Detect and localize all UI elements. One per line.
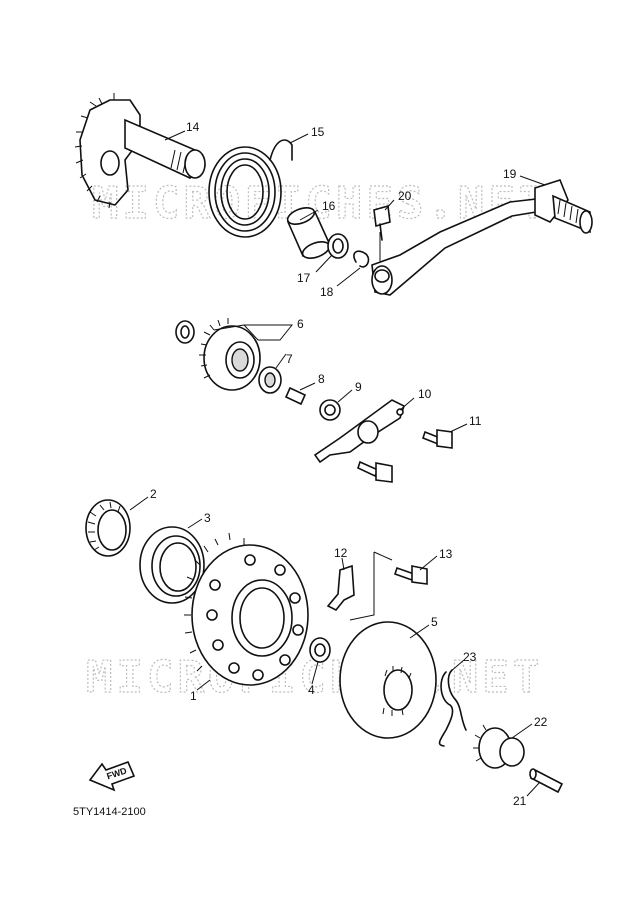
part-20-bolt[interactable] (373, 204, 391, 241)
callout-17: 17 (297, 271, 311, 285)
part-12-stopper[interactable] (326, 551, 393, 621)
part-6-idle-gear[interactable] (175, 318, 261, 391)
part-18-circlip[interactable] (353, 250, 370, 268)
callout-19: 19 (503, 167, 517, 181)
callout-10: 10 (418, 387, 432, 401)
part-1-starter-wheel-gear[interactable] (184, 532, 309, 686)
callout-labels: 14 15 16 17 18 19 20 6 7 8 9 10 11 2 3 1… (150, 120, 548, 808)
part-4-washer[interactable] (309, 637, 331, 663)
callout-7: 7 (286, 352, 293, 366)
callout-11: 11 (469, 414, 482, 428)
part-23-spring[interactable] (438, 669, 467, 747)
callout-23: 23 (463, 650, 477, 664)
part-11-bolt-lower[interactable] (357, 460, 393, 483)
callout-4: 4 (308, 683, 315, 697)
callout-5: 5 (431, 615, 438, 629)
part-11-bolt[interactable] (422, 429, 453, 449)
part-3-clutch-sleeve[interactable] (139, 526, 205, 604)
part-10-guide-plate[interactable] (313, 399, 405, 464)
part-5-plate[interactable] (339, 621, 437, 739)
part-2-needle-bearing[interactable] (85, 499, 131, 557)
part-19-kick-crank[interactable] (371, 179, 593, 296)
callout-1: 1 (190, 689, 197, 703)
callout-2: 2 (150, 487, 157, 501)
callout-6: 6 (297, 317, 304, 331)
part-14-kick-shaft[interactable] (74, 93, 207, 209)
callout-3: 3 (204, 511, 211, 525)
callout-9: 9 (355, 380, 362, 394)
part-8-pin[interactable] (284, 386, 307, 406)
callout-21: 21 (513, 794, 527, 808)
leader-lines (129, 130, 546, 797)
callout-20: 20 (398, 189, 412, 203)
callout-22: 22 (534, 715, 548, 729)
callout-12: 12 (334, 546, 348, 560)
part-15-kick-spring[interactable] (208, 139, 293, 238)
part-22-drive-gear[interactable] (473, 724, 525, 769)
callout-13: 13 (439, 547, 453, 561)
part-7-bearing[interactable] (258, 366, 282, 394)
callout-8: 8 (318, 372, 325, 386)
fwd-arrow-icon: FWD (88, 760, 136, 792)
part-9-washer[interactable] (319, 399, 341, 421)
part-21-shaft[interactable] (529, 768, 564, 794)
callout-15: 15 (311, 125, 325, 139)
diagram-code: 5TY1414-2100 (73, 806, 146, 818)
callout-18: 18 (320, 285, 334, 299)
callout-16: 16 (322, 199, 336, 213)
watermark-bottom: MICROFICHES.NET (86, 652, 543, 703)
callout-14: 14 (186, 120, 200, 134)
part-17-washer[interactable] (327, 233, 349, 259)
